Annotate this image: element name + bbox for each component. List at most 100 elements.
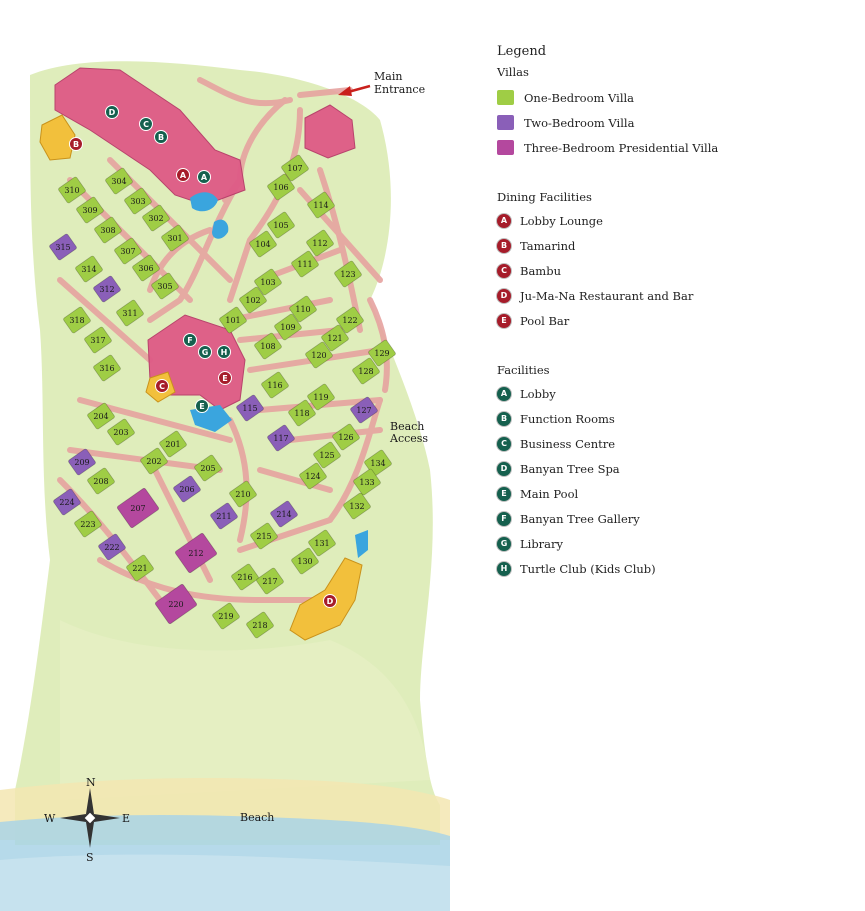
villa-pad: [305, 341, 333, 369]
legend-villas: Villas One-Bedroom Villa Two-Bedroom Vil…: [497, 65, 857, 160]
villa-number: 217: [262, 577, 277, 586]
villa-pad: [132, 254, 160, 282]
villa-126: 126: [332, 423, 360, 451]
villa-202: 202: [140, 447, 168, 475]
dining-marker-c-icon: C: [497, 263, 511, 278]
villa-number: 118: [294, 409, 309, 418]
villa-124: 124: [299, 462, 327, 490]
villa-121: 121: [321, 324, 349, 352]
marker-letter: H: [221, 348, 228, 357]
villa-131: 131: [308, 529, 336, 557]
villa-214: 214: [270, 500, 298, 528]
villa-number: 218: [252, 621, 267, 630]
villa-129: 129: [368, 339, 396, 367]
villa-308: 308: [94, 216, 122, 244]
villa-104: 104: [249, 230, 277, 258]
villa-312: 312: [93, 275, 121, 303]
villa-pad: [236, 394, 264, 422]
villa-number: 107: [287, 164, 302, 173]
villa-pad: [299, 462, 327, 490]
villa-number: 125: [319, 451, 334, 460]
villa-307: 307: [114, 237, 142, 265]
villa-number: 112: [312, 239, 327, 248]
villa-132: 132: [343, 492, 371, 520]
villa-pad: [58, 176, 86, 204]
villa-number: 115: [242, 404, 257, 413]
villa-314: 314: [75, 255, 103, 283]
villa-number: 314: [81, 265, 96, 274]
villa-number: 303: [130, 197, 145, 206]
villa-number: 126: [338, 433, 353, 442]
villa-pad: [350, 396, 378, 424]
villa-115: 115: [236, 394, 264, 422]
villa-number: 106: [273, 183, 288, 192]
beach-label: Beach: [240, 811, 274, 824]
dining-marker-d-icon: D: [497, 288, 511, 303]
legend-item-facility-c: C Business Centre: [497, 431, 857, 456]
villa-pad: [94, 216, 122, 244]
villa-number: 202: [146, 457, 161, 466]
dining-marker-d: D: [323, 594, 337, 608]
villa-pad: [291, 250, 319, 278]
marker-dot: [198, 345, 212, 359]
legend-label: Main Pool: [520, 486, 579, 501]
villa-304: 304: [105, 167, 133, 195]
villa-number: 110: [295, 305, 310, 314]
villa-317: 317: [84, 326, 112, 354]
villa-pad: [126, 554, 154, 582]
legend-facilities-heading: Facilities: [497, 363, 550, 377]
villa-number: 134: [370, 459, 385, 468]
villa-pad: [84, 326, 112, 354]
facility-marker-c: C: [139, 117, 153, 131]
villa-pad: [267, 424, 295, 452]
legend-item-facility-h: H Turtle Club (Kids Club): [497, 556, 857, 581]
villa-number: 105: [273, 221, 288, 230]
facility-marker-e: E: [195, 399, 209, 413]
villa-number: 201: [165, 440, 180, 449]
marker-letter: E: [199, 402, 204, 411]
villa-number: 102: [245, 296, 260, 305]
villa-number: 210: [235, 490, 250, 499]
villa-208: 208: [87, 467, 115, 495]
main-entrance-label: Entrance: [374, 83, 425, 96]
villa-pad: [155, 583, 197, 625]
villa-number: 120: [311, 351, 326, 360]
villa-number: 301: [167, 234, 182, 243]
villa-pad: [219, 306, 247, 334]
villa-301: 301: [161, 224, 189, 252]
legend-label: Banyan Tree Spa: [520, 461, 620, 476]
marker-dot: [183, 333, 197, 347]
villa-306: 306: [132, 254, 160, 282]
villa-number: 104: [255, 240, 270, 249]
villa-pad: [175, 532, 217, 574]
villa-number: 214: [276, 510, 291, 519]
legend-dining-heading: Dining Facilities: [497, 190, 592, 204]
villa-133: 133: [353, 468, 381, 496]
facility-marker-a: A: [197, 170, 211, 184]
legend-item-dining-c: C Bambu: [497, 258, 857, 283]
villa-204: 204: [87, 402, 115, 430]
legend-label: One-Bedroom Villa: [524, 90, 635, 105]
villa-number: 124: [305, 472, 320, 481]
villa-number: 223: [80, 520, 95, 529]
main-entrance-arrow: [338, 84, 371, 96]
legend-label: Turtle Club (Kids Club): [520, 561, 656, 576]
facility-marker-e-icon: E: [497, 486, 511, 501]
legend-item-facility-b: B Function Rooms: [497, 406, 857, 431]
villa-number: 101: [225, 316, 240, 325]
villa-pad: [63, 306, 91, 334]
dining-marker-e: E: [218, 371, 232, 385]
marker-dot: [139, 117, 153, 131]
villa-302: 302: [142, 204, 170, 232]
villa-number: 208: [93, 477, 108, 486]
legend-item-one-bedroom: One-Bedroom Villa: [497, 85, 857, 110]
villa-number: 211: [216, 512, 231, 521]
villa-pad: [194, 454, 222, 482]
villa-pad: [246, 611, 274, 639]
marker-letter: D: [327, 597, 334, 606]
legend-item-facility-d: D Banyan Tree Spa: [497, 456, 857, 481]
villa-118: 118: [288, 399, 316, 427]
villa-108: 108: [254, 332, 282, 360]
villa-109: 109: [274, 313, 302, 341]
villa-pad: [307, 191, 335, 219]
